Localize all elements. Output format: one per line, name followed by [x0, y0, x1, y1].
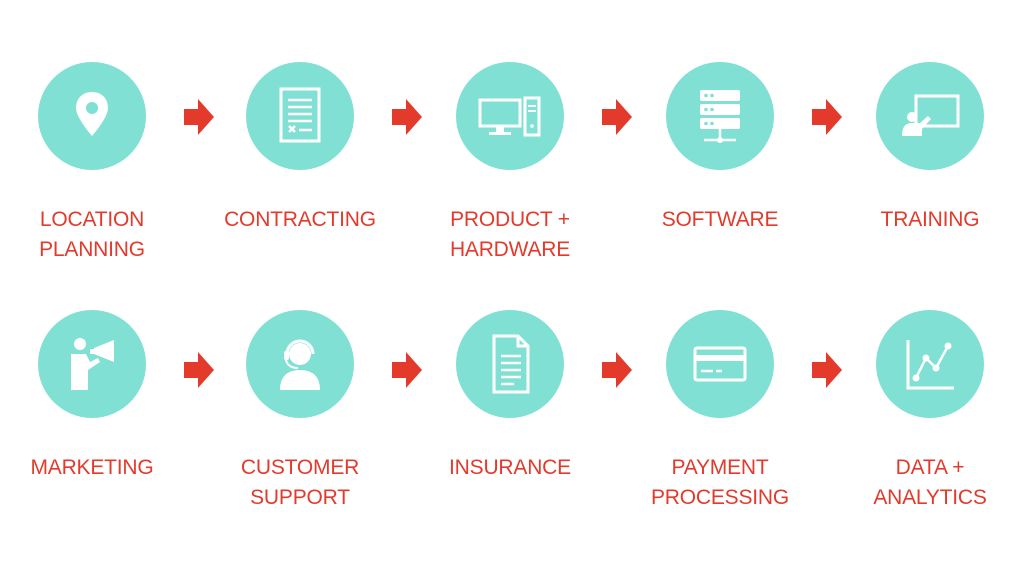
line-chart-icon	[876, 310, 984, 418]
headset-agent-icon	[246, 310, 354, 418]
flow-arrow	[812, 352, 842, 388]
step-label: MARKETING	[30, 456, 154, 479]
flow-arrow	[602, 352, 632, 388]
flow-arrow	[812, 99, 842, 135]
flow-arrow	[184, 352, 214, 388]
map-pin-icon	[38, 62, 146, 170]
step-label: PAYMENT PROCESSING	[650, 456, 790, 509]
flow-arrow	[392, 352, 422, 388]
step-label: DATA + ANALYTICS	[873, 456, 987, 509]
flow-arrow	[602, 99, 632, 135]
step-label: PRODUCT + HARDWARE	[449, 208, 571, 261]
document-icon	[456, 310, 564, 418]
step-label: LOCATION PLANNING	[39, 208, 145, 261]
step-label: SOFTWARE	[661, 208, 779, 231]
megaphone-icon	[38, 310, 146, 418]
step-label: CUSTOMER SUPPORT	[240, 456, 360, 509]
presentation-board-icon	[876, 62, 984, 170]
flow-arrow	[392, 99, 422, 135]
server-icon	[666, 62, 774, 170]
contract-document-icon	[246, 62, 354, 170]
step-label: CONTRACTING	[224, 208, 376, 231]
step-label: INSURANCE	[449, 456, 571, 479]
flow-arrow	[184, 99, 214, 135]
credit-card-icon	[666, 310, 774, 418]
step-label: TRAINING	[880, 208, 980, 231]
computer-icon	[456, 62, 564, 170]
